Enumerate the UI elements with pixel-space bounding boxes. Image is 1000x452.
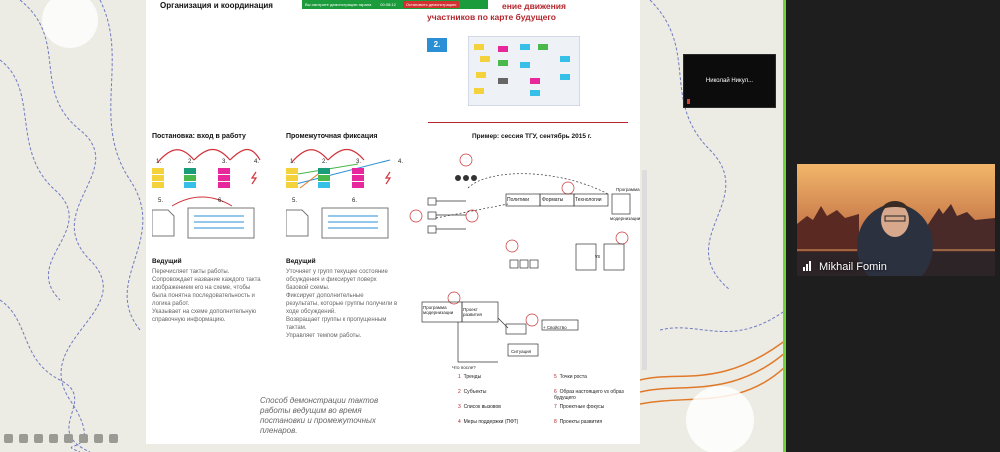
start-icon[interactable]	[4, 433, 13, 443]
col2-step6: 6.	[352, 198, 358, 204]
participant-name: Николай Никул...	[705, 78, 754, 84]
left-contour-decoration	[0, 0, 144, 452]
participant-tile[interactable]: Николай Никул...	[683, 54, 776, 108]
col2-bullet: Возвращает группы к пропущенным тактам.	[286, 317, 387, 331]
col1-bullet: Перечисляет такты работы.	[152, 269, 230, 275]
right-contour-decoration	[640, 0, 783, 452]
app-icon[interactable]	[49, 433, 58, 443]
col1-role: Ведущий	[152, 258, 182, 265]
example-heading: Пример: сессия ТГУ, сентябрь 2015 г.	[472, 133, 592, 140]
col2-diagram	[286, 148, 392, 239]
share-timer: 00:08:12	[380, 2, 396, 7]
slide-scrollbar[interactable]	[642, 170, 647, 370]
app-icon[interactable]	[34, 433, 43, 443]
participant-video-tile[interactable]: Mikhail Fomin	[797, 164, 995, 276]
legend-item: 4 Меры поддержки (ПФТ)	[458, 419, 519, 425]
col1-step4: 4.	[254, 159, 260, 165]
col1-step6: 6.	[218, 198, 224, 204]
col1-bullet: Указывает на схеме дополнительную справо…	[152, 309, 257, 323]
slide-title-left: Организация и координация	[160, 1, 273, 10]
box-modernization: модернизации	[610, 216, 641, 221]
legend-item: 8 Проекты развития	[554, 419, 603, 425]
screen-share-area: Организация и координация ение движения …	[0, 0, 786, 452]
col2-step1: 1.	[290, 159, 296, 165]
box-situation: Ситуация	[511, 349, 532, 354]
audio-level-icon	[803, 267, 805, 271]
section-divider	[428, 122, 628, 123]
screen-share-banner: Вы смотрите демонстрацию экрана 00:08:12…	[302, 0, 488, 9]
box-what-next: Что после?	[452, 365, 476, 370]
legend-item: 2 Субъекты	[458, 389, 487, 395]
col1-step3: 3.	[222, 159, 228, 165]
col1-step1: 1.	[156, 159, 162, 165]
box-technologies: Технологии	[575, 197, 602, 203]
example-flow-diagram	[409, 153, 631, 363]
col2-role: Ведущий	[286, 258, 316, 265]
recording-icon	[687, 99, 690, 104]
legend-right: 5 Точки роста 6 Образ настоящего vs обра…	[554, 374, 640, 434]
col2-step4: 4.	[398, 159, 404, 165]
presentation-slide: Организация и координация ение движения …	[146, 0, 640, 444]
audio-level-icon	[806, 264, 808, 271]
slide-title-right-line1: ение движения	[502, 1, 566, 11]
legend-item: 5 Точки роста	[554, 374, 587, 380]
box-vs: vs	[595, 254, 600, 260]
col1-diagram	[152, 148, 261, 239]
legend-item: 1 Тренды	[458, 374, 482, 380]
legend-item: 3 Список вызовов	[458, 404, 501, 410]
col1-bullet: Сопровождает название каждого такта изоб…	[152, 277, 261, 307]
box-program: Программа	[616, 187, 640, 192]
audio-level-icon	[809, 261, 811, 271]
app-icon[interactable]	[64, 433, 73, 443]
app-icon[interactable]	[19, 433, 28, 443]
col1-step2: 2.	[188, 159, 194, 165]
box-formats: Форматы	[542, 197, 564, 203]
legend-item: 6 Образ настоящего vs образ будущего	[554, 389, 624, 401]
col2-step2: 2.	[322, 159, 328, 165]
participant-name: Mikhail Fomin	[819, 261, 887, 273]
col2-bullets: Уточняет у групп текущее состояние обсуж…	[286, 268, 398, 340]
participant-video	[797, 164, 995, 276]
app-icon[interactable]	[109, 433, 118, 443]
col2-heading: Промежуточная фиксация	[286, 133, 378, 140]
step-badge: 2.	[427, 38, 447, 52]
col2-step3: 3.	[356, 159, 362, 165]
col1-step5: 5.	[158, 198, 164, 204]
col2-step5: 5.	[292, 198, 298, 204]
slide-title-right-line2: участников по карте будущего	[427, 12, 556, 22]
legend-left: 1 Тренды 2 Субъекты 3 Список вызовов 4 М…	[458, 374, 548, 434]
app-icon[interactable]	[79, 433, 88, 443]
box-property: + Свойство	[543, 325, 567, 330]
future-map-board	[468, 36, 580, 106]
box-project-development: Проект развития	[463, 307, 482, 317]
app-icon[interactable]	[94, 433, 103, 443]
col1-heading: Постановка: вход в работу	[152, 133, 246, 140]
legend-item: 7 Проектные фокусы	[554, 404, 605, 410]
taskbar	[0, 428, 140, 448]
box-politics: Политики	[507, 197, 530, 203]
col2-bullet: Управляет темпом работы.	[286, 333, 362, 339]
col1-bullets: Перечисляет такты работы. Сопровождает н…	[152, 268, 264, 324]
box-program-modernization: Программа модернизации	[423, 305, 454, 315]
slide-footnote: Способ демонстрации тактов работы ведущи…	[260, 396, 379, 435]
col2-bullet: Фиксирует дополнительные результаты, кот…	[286, 293, 398, 315]
stop-share-button[interactable]: Остановить демонстрацию	[402, 1, 460, 8]
share-status-text: Вы смотрите демонстрацию экрана	[305, 2, 372, 7]
col2-bullet: Уточняет у групп текущее состояние обсуж…	[286, 269, 388, 291]
